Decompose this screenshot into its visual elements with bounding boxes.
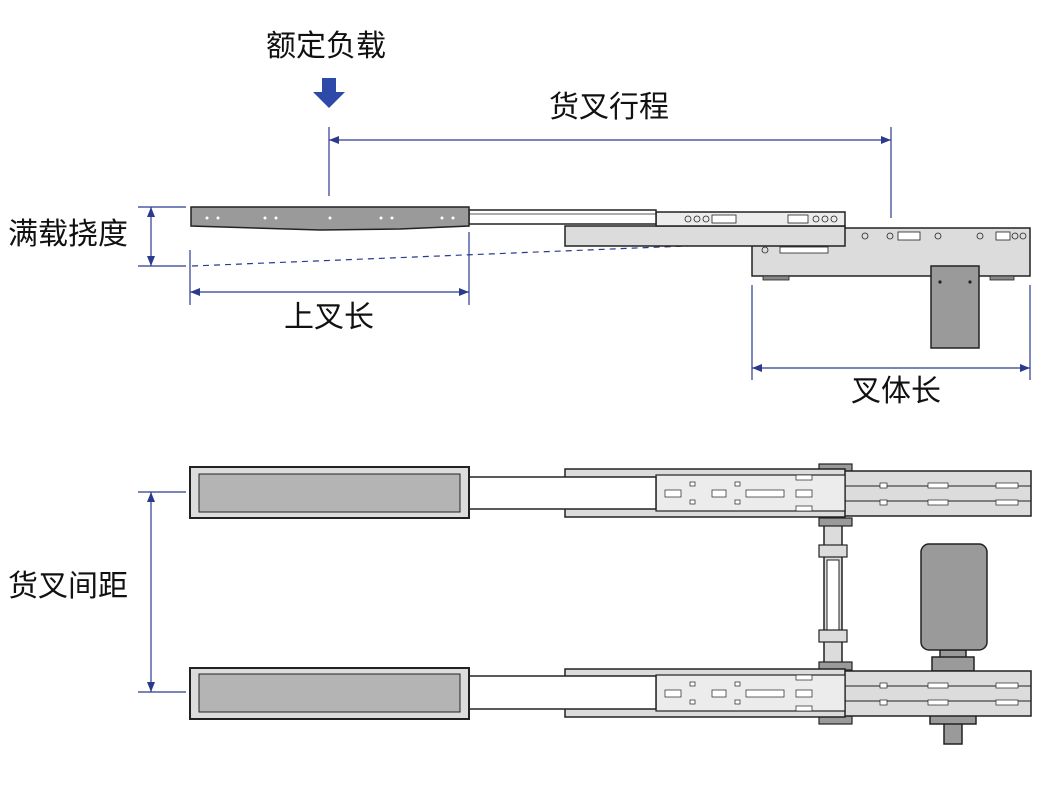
rated-load-label: 额定负载 xyxy=(266,29,386,64)
top-view xyxy=(138,463,1032,745)
upper-fork-length-label: 上叉长 xyxy=(284,300,374,335)
side-view xyxy=(138,78,1031,380)
fork-stroke-dimension xyxy=(328,127,892,218)
load-arrow-icon xyxy=(313,78,345,108)
fork-assembly-bottom xyxy=(189,667,1032,720)
motor xyxy=(920,543,988,745)
deflection-reference-line xyxy=(191,242,761,267)
fork-spacing-label: 货叉间距 xyxy=(8,569,128,604)
fork-assembly-top xyxy=(189,466,1032,519)
motor-bracket xyxy=(930,265,980,349)
middle-fork xyxy=(564,211,846,247)
upper-fork-length-dimension xyxy=(189,232,470,305)
upper-fork-holes xyxy=(205,216,455,220)
fork-stroke-label: 货叉行程 xyxy=(549,90,669,125)
upper-fork-rail xyxy=(468,209,657,225)
deflection-dimension xyxy=(138,206,186,267)
fork-spacing-dimension xyxy=(138,491,186,693)
fork-body-length-label: 叉体长 xyxy=(851,374,941,409)
full-load-deflection-label: 满载挠度 xyxy=(8,217,128,252)
fork-body-length-dimension xyxy=(751,285,1031,380)
